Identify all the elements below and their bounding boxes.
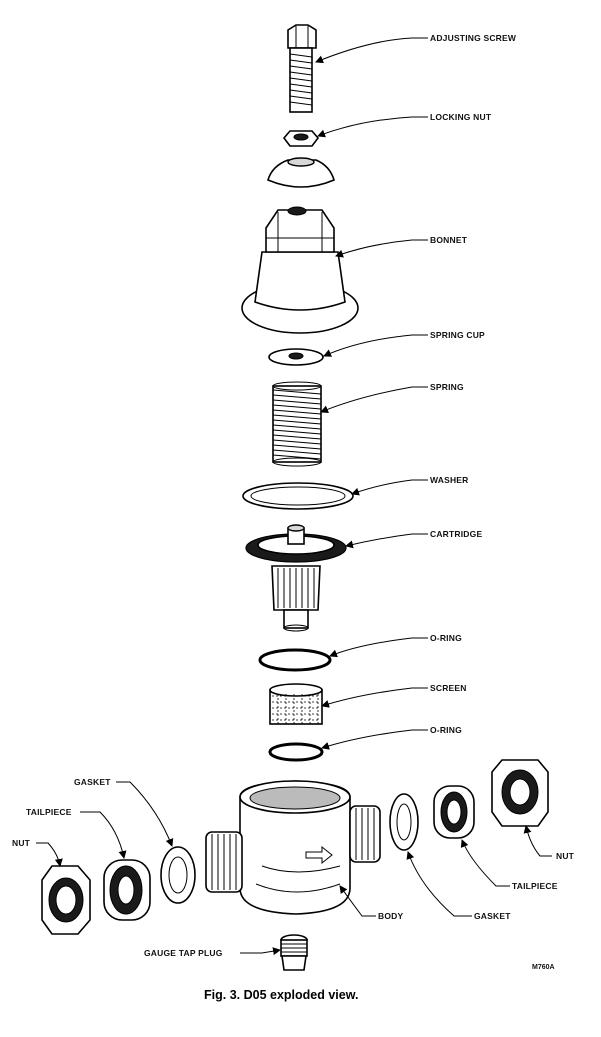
adjusting-screw-part xyxy=(287,24,317,113)
label-tailpiece-right: TAILPIECE xyxy=(512,881,558,891)
label-locking-nut: LOCKING NUT xyxy=(430,112,492,122)
washer-part xyxy=(242,482,354,510)
valve-body-part xyxy=(205,780,381,915)
label-tailpiece-left: TAILPIECE xyxy=(26,807,72,817)
label-gasket-right: GASKET xyxy=(474,911,511,921)
label-adjusting-screw: ADJUSTING SCREW xyxy=(430,33,517,43)
cartridge-part xyxy=(245,524,347,632)
label-gasket-left: GASKET xyxy=(74,777,111,787)
locking-nut-part xyxy=(282,130,320,147)
label-o-ring-lower: O-RING xyxy=(430,725,462,735)
label-spring-cup: SPRING CUP xyxy=(430,330,485,340)
label-body: BODY xyxy=(378,911,403,921)
label-cartridge: CARTRIDGE xyxy=(430,529,482,539)
screen-part xyxy=(269,683,323,725)
left-nut-part xyxy=(41,865,91,935)
gauge-tap-plug-part xyxy=(280,934,308,971)
label-washer: WASHER xyxy=(430,475,469,485)
o-ring-upper-part xyxy=(258,648,332,672)
left-tailpiece-part xyxy=(103,859,151,921)
label-gauge-tap-plug: GAUGE TAP PLUG xyxy=(144,948,223,958)
drawing-code: M760A xyxy=(532,964,555,971)
label-screen: SCREEN xyxy=(430,683,467,693)
label-o-ring-upper: O-RING xyxy=(430,633,462,643)
spring-part xyxy=(272,381,322,467)
label-nut-left: NUT xyxy=(12,838,31,848)
spring-cup-part xyxy=(268,348,324,366)
o-ring-lower-part xyxy=(268,742,324,762)
left-gasket-part xyxy=(160,846,196,904)
dome-cap-part xyxy=(267,157,335,188)
right-gasket-part xyxy=(389,793,419,851)
label-nut-right: NUT xyxy=(556,851,575,861)
right-tailpiece-part xyxy=(433,785,475,839)
leader-lines xyxy=(36,37,552,956)
bonnet-part xyxy=(241,206,359,334)
label-bonnet: BONNET xyxy=(430,235,468,245)
label-spring: SPRING xyxy=(430,382,464,392)
right-nut-part xyxy=(491,759,549,827)
figure-caption: Fig. 3. D05 exploded view. xyxy=(204,988,358,1002)
